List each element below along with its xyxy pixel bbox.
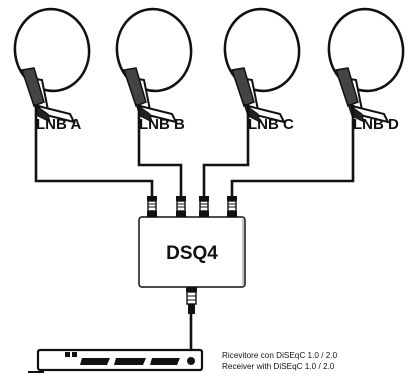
cable-a bbox=[34, 105, 154, 196]
lnb-c-label: LNB C bbox=[248, 116, 294, 133]
cable-c bbox=[202, 105, 250, 196]
lnb-b-label: LNB B bbox=[139, 116, 185, 133]
lnb-a-label: LNB A bbox=[36, 116, 81, 133]
output-connector bbox=[186, 287, 197, 314]
dish-b bbox=[110, 2, 198, 124]
cable-d bbox=[230, 105, 355, 196]
receiver bbox=[28, 348, 204, 373]
receiver-caption-it: Ricevitore con DiSEqC 1.0 / 2.0 bbox=[222, 351, 338, 360]
lnb-cables bbox=[34, 105, 355, 196]
dish-d bbox=[322, 2, 410, 124]
dish-c bbox=[218, 2, 306, 124]
receiver-caption-en: Receiver with DiSEqC 1.0 / 2.0 bbox=[222, 362, 335, 371]
dish-a bbox=[8, 2, 96, 124]
cable-b bbox=[137, 105, 183, 196]
lnb-d-label: LNB D bbox=[353, 116, 399, 133]
switch-label: DSQ4 bbox=[166, 243, 218, 264]
input-connectors bbox=[146, 195, 238, 218]
